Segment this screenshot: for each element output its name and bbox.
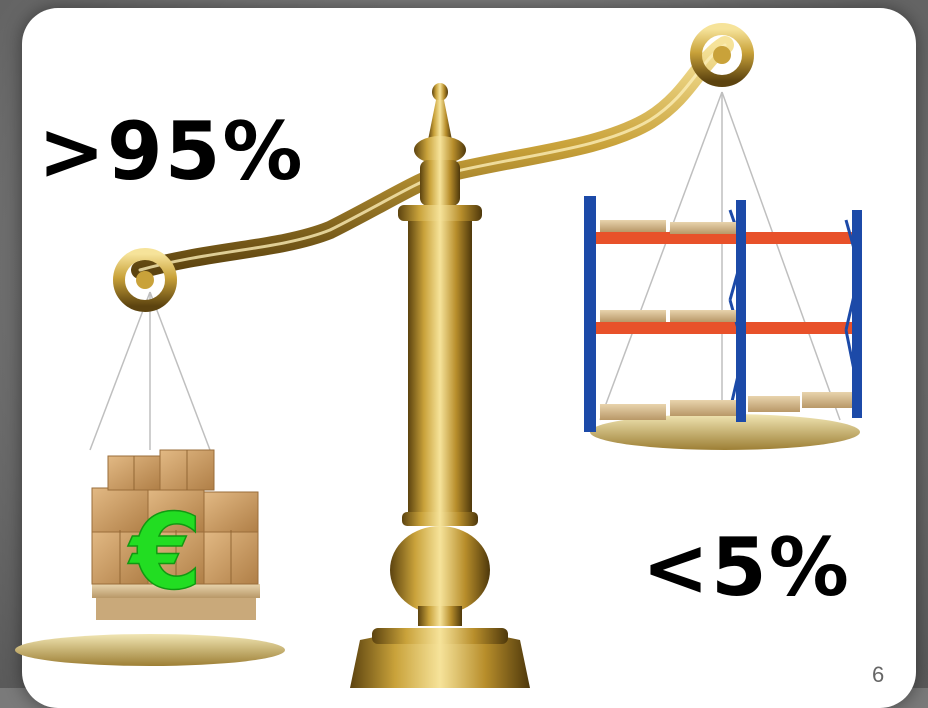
scale-column xyxy=(408,210,472,520)
left-pan xyxy=(15,634,285,666)
scale-finial xyxy=(414,83,466,206)
euro-symbol: € xyxy=(128,491,202,613)
page-number: 6 xyxy=(872,662,885,687)
left-percentage-label: >95% xyxy=(38,105,305,198)
right-percentage-label: <5% xyxy=(642,521,851,614)
right-pan-strings xyxy=(599,91,841,421)
right-pan xyxy=(590,414,860,450)
balance-scale-illustration: € xyxy=(15,23,862,688)
left-pan-strings xyxy=(89,291,211,451)
cardboard-boxes-icon: € xyxy=(91,449,260,620)
pallet-rack-icon xyxy=(584,196,862,432)
scale-base xyxy=(350,526,530,688)
